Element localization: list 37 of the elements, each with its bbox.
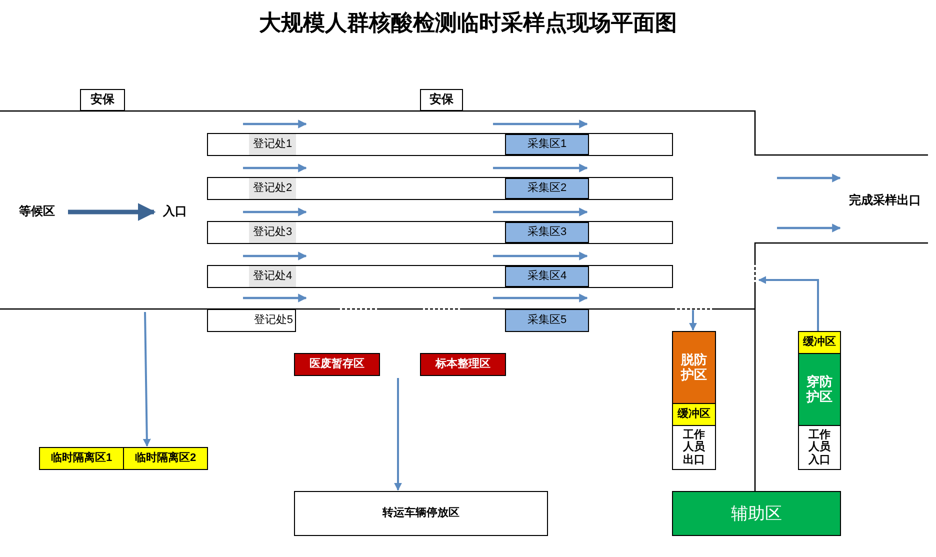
registration-box: 登记处4 (249, 266, 296, 287)
buffer-box: 缓冲区 (798, 331, 841, 354)
lane-box (207, 133, 673, 156)
area-label: 入口 (158, 203, 192, 221)
arrow (394, 378, 402, 491)
guard-post-box: 安保 (420, 89, 463, 111)
sampling-box: 采集区2 (505, 178, 589, 199)
lane-box (207, 265, 673, 288)
lane-box (207, 177, 673, 200)
exit-box: 工作人员出口 (672, 425, 716, 470)
lane-box (207, 221, 673, 244)
title: 大规模人群核酸检测临时采样点现场平面图 (258, 9, 678, 37)
buffer-box: 缓冲区 (672, 403, 716, 426)
arrow (758, 276, 819, 331)
zone-box: 辅助区 (672, 491, 841, 536)
exit-label: 完成采样出口 (842, 192, 928, 210)
zone-box: 医废暂存区 (294, 353, 380, 376)
zone-box: 标本整理区 (420, 353, 506, 376)
area-label: 等候区 (14, 203, 60, 221)
isolation-box: 临时隔离区2 (123, 447, 208, 470)
guard-post-box: 安保 (80, 89, 125, 111)
registration-box: 登记处2 (249, 178, 296, 199)
sampling-box: 采集区1 (505, 134, 589, 155)
zone-box: 穿防护区 (798, 353, 841, 426)
registration-box: 登记处5 (207, 309, 296, 332)
sampling-box: 采集区4 (505, 266, 589, 287)
isolation-box: 临时隔离区1 (39, 447, 124, 470)
zone-box: 脱防护区 (672, 331, 716, 404)
registration-box: 登记处1 (249, 134, 296, 155)
arrow (68, 203, 156, 221)
zone-box: 转运车辆停放区 (294, 491, 548, 536)
arrow (689, 310, 697, 331)
sampling-box: 采集区5 (505, 309, 589, 332)
registration-box: 登记处3 (249, 222, 296, 243)
entrance-box: 工作人员入口 (798, 425, 841, 470)
arrow (142, 312, 151, 447)
sampling-box: 采集区3 (505, 222, 589, 243)
